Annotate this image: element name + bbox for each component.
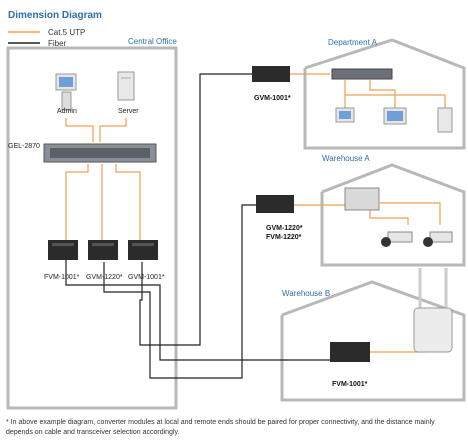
central-office-title: Central Office: [128, 37, 177, 46]
wh-a-camera-1: [381, 231, 413, 247]
ap-body: [413, 307, 453, 353]
wh-a-camera-2: [423, 231, 453, 247]
fiber-link-gvm1001: [139, 73, 252, 346]
dept-a-converter-label: GVM-1001*: [254, 95, 291, 102]
wh-a-nvr: [344, 187, 380, 211]
server-tower: [117, 71, 135, 101]
utp-switch-fvm: [65, 164, 89, 240]
local-gvm1001-label: GVM-1001*: [128, 274, 165, 281]
utp-admin-switch: [65, 118, 94, 142]
cam2-body: [429, 231, 453, 243]
admin-tower: [61, 91, 72, 111]
server-label: Server: [118, 108, 139, 115]
dept-a-switch: [331, 68, 393, 80]
warehouse-b-house: [280, 280, 466, 402]
wh-b-access-point: [413, 268, 453, 353]
switch-port-panel: [50, 148, 150, 158]
wh-a-converter: [256, 195, 294, 213]
dept-pc2-screen: [387, 111, 403, 121]
admin-screen: [59, 77, 73, 87]
local-gvm1001-stripe: [132, 243, 154, 246]
wh-a-converter-label-1: GVM-1220*: [266, 225, 303, 232]
local-gvm1220-label: GVM-1220*: [86, 274, 123, 281]
department-a-house: [303, 38, 466, 150]
fiber-legend-label: Fiber: [48, 39, 67, 48]
fiber-link-gvm1220: [103, 204, 256, 379]
warehouse-b-title: Warehouse B: [282, 289, 330, 298]
local-converter-gvm1220: [88, 240, 118, 260]
utp-wh-a-cam-1: [369, 210, 409, 225]
utp-switch-gvm1001: [115, 164, 141, 240]
local-gvm1220-stripe: [92, 243, 114, 246]
wh-a-converter-label-2: FVM-1220*: [266, 234, 302, 241]
dept-a-converter: [252, 66, 290, 82]
dept-pc1-screen: [339, 111, 351, 119]
footnote: * In above example diagram, converter mo…: [6, 419, 435, 436]
warehouse-a-house: [320, 163, 466, 267]
local-fvm-stripe: [52, 243, 74, 246]
fiber-link-fvm: [65, 260, 330, 361]
cam1-body: [387, 231, 413, 243]
utp-legend-label: Cat.5 UTP: [48, 28, 85, 37]
warehouse-a-title: Warehouse A: [322, 154, 370, 163]
dept-a-pc-1: [335, 107, 355, 123]
central-office-zone: [6, 46, 178, 410]
wh-b-converter: [330, 342, 370, 362]
cam2-lens: [423, 237, 433, 247]
utp-dept-drop-2: [369, 80, 396, 108]
diagram-title: Dimension Diagram: [8, 10, 102, 21]
utp-server-switch: [99, 118, 127, 142]
local-converter-gvm1001: [128, 240, 158, 260]
dept-a-server: [437, 107, 453, 133]
department-a-title: Department A: [328, 38, 378, 47]
switch-label: GEL-2870: [8, 143, 40, 150]
utp-links: [65, 73, 446, 353]
admin-computer: [55, 73, 77, 111]
dept-a-pc-2: [383, 107, 407, 125]
local-fvm-label: FVM-1001*: [44, 274, 80, 281]
wh-b-converter-label: FVM-1001*: [332, 381, 368, 388]
utp-wh-a-cam-2: [380, 202, 441, 225]
local-converter-fvm: [48, 240, 78, 260]
fiber-links: [65, 73, 330, 379]
admin-label: Admin: [57, 108, 77, 115]
cam1-lens: [381, 237, 391, 247]
